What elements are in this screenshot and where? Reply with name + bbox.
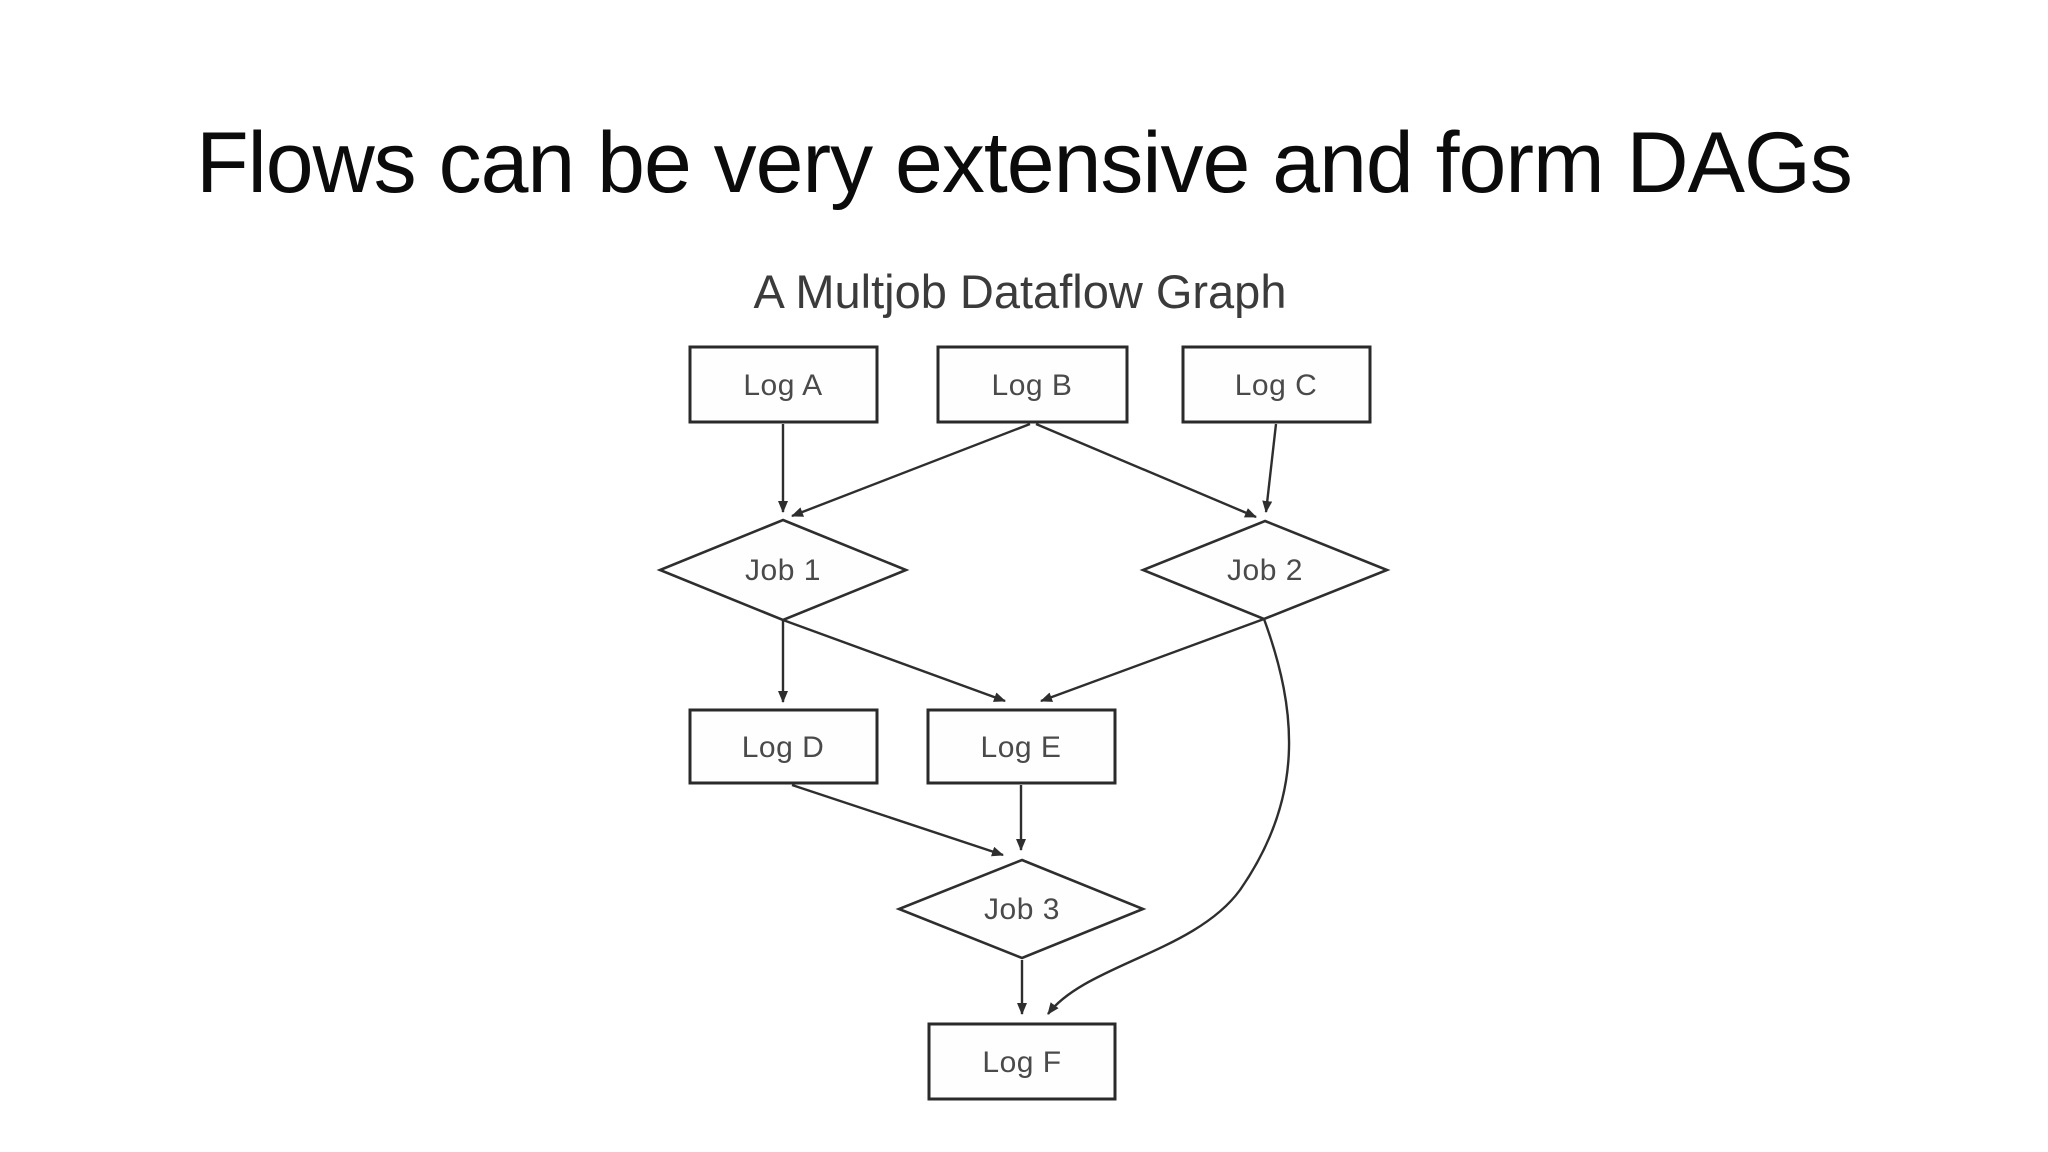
node-log-c-label: Log C (1235, 369, 1318, 402)
node-log-d-label: Log D (742, 731, 825, 764)
edge-logd-job3 (791, 783, 1004, 857)
node-log-a: Log A (688, 345, 879, 424)
slide-title: Flows can be very extensive and form DAG… (196, 115, 1853, 211)
node-log-e: Log E (926, 708, 1117, 785)
node-log-b: Log B (936, 345, 1129, 424)
edge-logc-job2 (1262, 423, 1278, 513)
edge-job2-logf-curve (1047, 618, 1291, 1015)
edge-job1-loge (782, 618, 1006, 703)
node-job-2: Job 2 (1139, 519, 1391, 621)
node-job-1-label: Job 1 (745, 554, 821, 587)
edge-job2-loge (1040, 617, 1265, 703)
node-log-d: Log D (688, 708, 879, 785)
edge-logb-job1 (791, 422, 1031, 518)
node-log-a-label: Log A (743, 369, 822, 402)
edge-layer (778, 422, 1291, 1015)
edge-logb-job2 (1035, 422, 1257, 519)
node-job-3: Job 3 (895, 858, 1147, 960)
node-job-1: Job 1 (656, 518, 910, 622)
node-log-e-label: Log E (981, 731, 1062, 764)
node-job-3-label: Job 3 (984, 893, 1060, 926)
node-job-2-label: Job 2 (1227, 554, 1303, 587)
node-log-c: Log C (1181, 345, 1372, 424)
node-log-b-label: Log B (992, 369, 1073, 402)
diagram-title: A Multjob Dataflow Graph (754, 265, 1287, 318)
node-log-f-label: Log F (982, 1046, 1061, 1079)
node-log-f: Log F (927, 1022, 1117, 1101)
